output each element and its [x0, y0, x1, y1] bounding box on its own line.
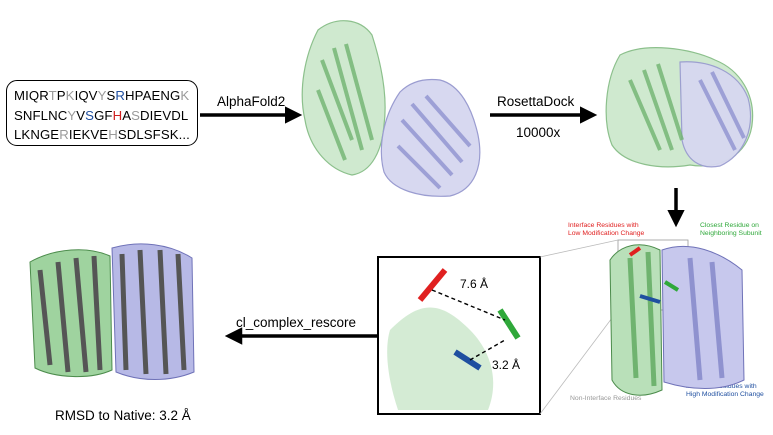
sequence-segment: A	[122, 107, 132, 123]
rosettadock-label: RosettaDock	[497, 94, 575, 109]
sequence-segment: Y	[97, 88, 107, 103]
iterations-label: 10000x	[516, 125, 561, 140]
rescored-structure	[29, 243, 195, 380]
rescore-label: cl_complex_rescore	[236, 315, 357, 330]
sequence-segment: Y	[67, 107, 77, 123]
docked-complex	[605, 47, 754, 168]
sequence-segment: PAENG	[134, 88, 181, 103]
sequence-box: MIQRTPKIQVYSRHPAENGK SNFLNCYVSGFHASDIEVD…	[6, 80, 198, 146]
sequence-line-2: SNFLNCYVSGFHASDIEVDL	[14, 106, 197, 126]
sequence-line-3: LKNGERIEKVEHSDLSFSK...	[14, 125, 197, 145]
sequence-segment: IEKVE	[68, 127, 109, 142]
legend-low-mod-text: Interface Residues with Low Modification…	[568, 222, 645, 237]
sequence-segment: S	[131, 107, 141, 123]
sequence-segment: IQV	[74, 88, 98, 103]
highlighted-structure	[609, 244, 745, 396]
sequence-segment: H	[108, 127, 118, 142]
sequence-segment: T	[48, 88, 57, 103]
sequence-segment: LKNGE	[14, 127, 60, 142]
inset-content	[387, 268, 521, 410]
sequence-segment: H	[125, 88, 135, 103]
sequence-segment: MIQR	[14, 88, 49, 103]
legend-neighbor: Closest Residue on Neighboring Subunit	[700, 222, 770, 238]
sequence-segment: S	[106, 88, 116, 103]
sequence-segment: SNFLNC	[14, 107, 68, 123]
distance-near: 3.2 Å	[492, 357, 520, 372]
sequence-segment: K	[180, 88, 190, 103]
green-monomer	[301, 20, 386, 176]
sequence-segment: R	[59, 127, 69, 142]
sequence-segment: P	[56, 88, 66, 103]
sequence-segment: H	[112, 107, 123, 123]
sequence-segment: V	[76, 107, 86, 123]
alphafold-label: AlphaFold2	[217, 94, 286, 109]
distance-far: 7.6 Å	[460, 276, 488, 291]
sequence-segment: GF	[94, 107, 113, 123]
sequence-segment: DIEVDL	[140, 107, 189, 123]
sequence-segment: K	[65, 88, 75, 103]
lavender-monomer	[380, 78, 481, 197]
sequence-line-1: MIQRTPKIQVYSRHPAENGK	[14, 86, 197, 106]
sequence-segment: SDLSFSK...	[117, 127, 190, 142]
sequence-segment: S	[85, 107, 95, 123]
legend-low-mod: Interface Residues with Low Modification…	[568, 222, 650, 238]
legend-non-interface: Non-Interface Residues	[570, 395, 642, 402]
sequence-segment: R	[115, 88, 126, 103]
legend-neighbor-text: Closest Residue on Neighboring Subunit	[700, 222, 762, 237]
rmsd-label: RMSD to Native: 3.2 Å	[55, 408, 191, 423]
